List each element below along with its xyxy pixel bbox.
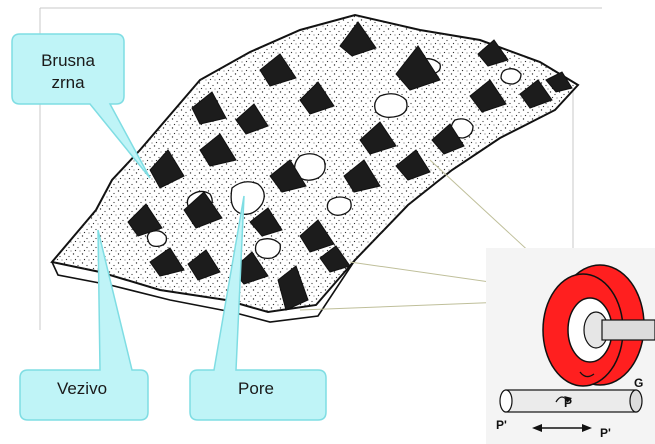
pore — [327, 197, 351, 215]
callout-grains — [12, 34, 150, 178]
inset-force-p-prime-right: P' — [600, 426, 611, 440]
inset-force-p-prime-left: P' — [496, 418, 507, 432]
inset-wheel-letter: G — [634, 376, 643, 390]
pore — [375, 94, 407, 118]
pore — [147, 231, 166, 247]
pore — [256, 239, 281, 259]
inset-wheel-illustration — [486, 248, 655, 444]
inset-force-p: P — [564, 396, 572, 410]
pore — [501, 69, 521, 84]
